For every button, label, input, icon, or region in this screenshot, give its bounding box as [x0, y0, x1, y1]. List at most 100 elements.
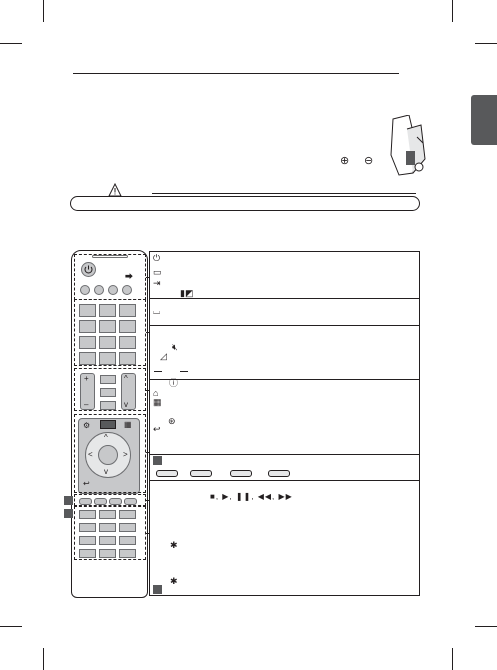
leader-line	[146, 533, 149, 534]
crop-mark	[452, 648, 453, 670]
color-pill-yellow	[230, 470, 252, 477]
ratio-button[interactable]	[108, 285, 118, 295]
color-button-blue[interactable]	[124, 498, 137, 505]
ok-button[interactable]	[98, 445, 118, 465]
space-icon: ⌴	[153, 306, 161, 316]
pause-button[interactable]	[119, 523, 136, 532]
tv-button[interactable]	[80, 285, 90, 295]
settings-icon: ⊛	[168, 416, 176, 426]
volume-icon: ◿	[160, 351, 167, 361]
leader-line	[146, 277, 149, 278]
page-button[interactable]	[100, 401, 116, 410]
panel-divider	[150, 325, 419, 326]
caution-rule	[152, 193, 416, 194]
number-button-6[interactable]	[119, 320, 136, 333]
number-button-8[interactable]	[99, 336, 116, 349]
navigation-ring	[85, 432, 131, 478]
arrow-down-icon[interactable]: v	[104, 467, 108, 476]
panel-divider	[150, 454, 419, 455]
play-button[interactable]	[99, 523, 116, 532]
number-button-3[interactable]	[119, 304, 136, 317]
back-icon: ↩	[153, 424, 161, 434]
power-button[interactable]	[81, 262, 96, 277]
text-button[interactable]	[79, 510, 96, 519]
crop-mark	[0, 626, 22, 627]
number-button-5[interactable]	[99, 320, 116, 333]
settings-icon: ⚙	[83, 421, 91, 430]
crop-mark	[0, 43, 22, 44]
rewind-button[interactable]	[79, 536, 96, 545]
ratio-icons: ▮◩	[180, 288, 194, 298]
home-button[interactable]	[100, 420, 116, 429]
leader-line	[146, 332, 149, 333]
caution-triangle-icon	[108, 183, 122, 197]
arrow-left-icon[interactable]: <	[88, 450, 93, 459]
simplink-button[interactable]	[79, 549, 96, 558]
color-button-yellow[interactable]	[109, 498, 122, 505]
ad-button[interactable]	[119, 549, 136, 558]
my-apps-icon: ▦	[124, 420, 132, 429]
color-pill-red	[156, 470, 178, 477]
crop-mark	[452, 0, 453, 22]
number-button-9[interactable]	[119, 336, 136, 349]
stop-button[interactable]	[79, 523, 96, 532]
info-icon: ⓘ	[169, 378, 179, 388]
t-opt-button[interactable]	[99, 510, 116, 519]
input-icon: ⇥	[153, 278, 161, 288]
section-marker-2	[153, 585, 162, 594]
crop-mark	[475, 626, 497, 627]
battery-minus-symbol: ⊖	[364, 155, 374, 167]
fast-forward-button[interactable]	[99, 536, 116, 545]
number-button-4[interactable]	[79, 320, 96, 333]
group-outline-navigation	[74, 414, 146, 493]
volume-rocker[interactable]	[80, 373, 95, 410]
crop-mark	[43, 0, 44, 22]
section-marker-1	[64, 496, 73, 505]
asterisk-symbol: ✱	[170, 576, 178, 586]
group-outline-numbers	[74, 299, 146, 366]
remote-battery-illustration	[390, 115, 426, 176]
group-outline-colors	[74, 494, 146, 506]
power-icon	[84, 265, 93, 274]
arrow-right-icon[interactable]: >	[123, 450, 128, 459]
dash-mark	[154, 371, 162, 372]
number-button-1[interactable]	[79, 304, 96, 317]
asterisk-symbol: ✱	[170, 540, 178, 550]
home-icon: ⌂	[153, 388, 159, 398]
list-button[interactable]	[79, 352, 96, 365]
mute-button[interactable]	[100, 388, 116, 397]
q-view-button[interactable]	[119, 352, 136, 365]
live-tv-button[interactable]	[99, 549, 116, 558]
leader-line	[146, 452, 149, 453]
record-button[interactable]	[119, 536, 136, 545]
crop-mark	[475, 43, 497, 44]
playback-symbols: ■, ▶, ❚❚, ◀◀, ▶▶	[210, 492, 293, 501]
caution-box	[70, 196, 420, 211]
tv-icon: ▭	[153, 267, 162, 277]
group-outline-controls	[74, 506, 146, 560]
remote-control: ⮕ + – ^ v ⚙ ▦ ^ < > v ↩	[71, 250, 148, 598]
crop-mark	[43, 648, 44, 670]
subtitle-button[interactable]	[119, 510, 136, 519]
title-rule	[73, 73, 399, 74]
input-button[interactable]	[122, 285, 132, 295]
leader-line	[146, 390, 149, 391]
panel-divider	[150, 480, 419, 481]
back-icon: ↩	[83, 479, 90, 488]
group-outline-volume	[74, 368, 146, 411]
fav-button[interactable]	[100, 375, 116, 384]
color-button-green[interactable]	[94, 498, 107, 505]
button-description-panel	[149, 251, 420, 596]
number-button-2[interactable]	[99, 304, 116, 317]
channel-rocker[interactable]	[121, 373, 136, 410]
color-button-red[interactable]	[79, 498, 92, 505]
leader-line	[146, 500, 149, 501]
number-button-7[interactable]	[79, 336, 96, 349]
section-marker-2	[64, 509, 73, 518]
panel-divider	[150, 298, 419, 299]
number-button-0[interactable]	[99, 352, 116, 365]
panel-divider	[150, 379, 419, 380]
group-outline-top	[74, 254, 146, 300]
arrow-up-icon[interactable]: ^	[104, 433, 108, 442]
guide-button[interactable]	[94, 285, 104, 295]
